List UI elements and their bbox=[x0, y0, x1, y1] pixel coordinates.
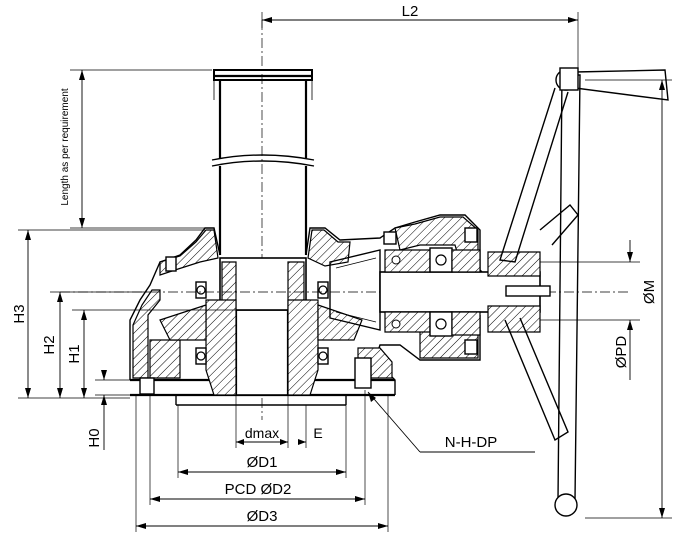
label-h2: H2 bbox=[41, 335, 58, 354]
input-shaft-assembly bbox=[60, 247, 630, 337]
label-l2: L2 bbox=[402, 3, 419, 20]
handwheel bbox=[499, 67, 669, 517]
extension-tube bbox=[211, 69, 315, 255]
label-d1: ØD1 bbox=[247, 454, 278, 471]
label-h1: H1 bbox=[66, 344, 83, 363]
dimensions bbox=[18, 12, 672, 532]
label-length-note: Length as per requirement bbox=[60, 88, 71, 206]
label-d3: ØD3 bbox=[247, 508, 278, 525]
label-e: E bbox=[313, 425, 322, 441]
bevel-gear-assembly bbox=[159, 257, 363, 396]
label-h3: H3 bbox=[11, 304, 28, 323]
label-nhdp: N-H-DP bbox=[445, 434, 498, 451]
label-dmax: dmax bbox=[245, 425, 279, 441]
label-pcd: PCD ØD2 bbox=[225, 481, 292, 498]
label-h0: H0 bbox=[86, 428, 103, 447]
label-pd: ØPD bbox=[613, 336, 630, 369]
label-m: ØM bbox=[641, 280, 658, 304]
